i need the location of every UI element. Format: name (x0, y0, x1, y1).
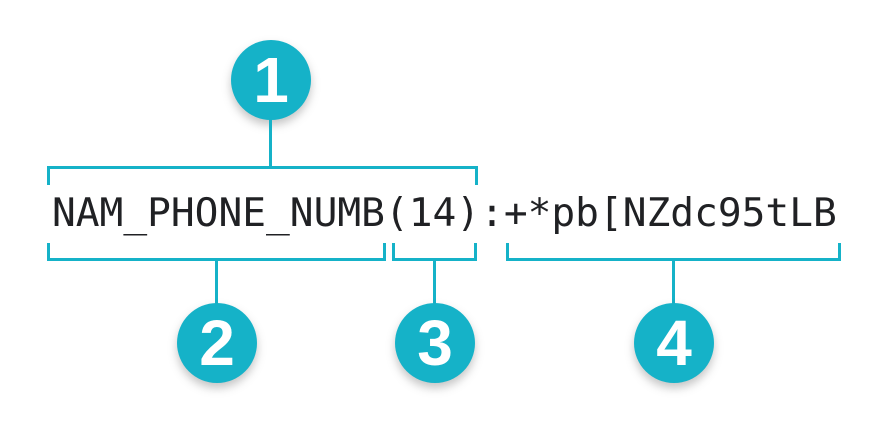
callout-3-badge: 3 (395, 303, 475, 383)
callout-3-number: 3 (417, 307, 453, 379)
tokenized-string: NAM_PHONE_NUMB(14):+*pb[NZdc95tLB (52, 190, 837, 236)
callout-2-badge: 2 (177, 303, 257, 383)
callout-4-badge: 4 (634, 303, 714, 383)
callout-2-number: 2 (199, 307, 235, 379)
token-value-segment: +*pb[NZdc95tLB (503, 190, 837, 236)
callout-1-connector-line (269, 119, 272, 166)
field-name-segment: NAM_PHONE_NUMB (52, 190, 385, 236)
callout-2-connector-line (215, 261, 218, 305)
callout-1-number: 1 (253, 44, 289, 116)
bracket-full-field (47, 166, 478, 185)
callout-3-connector-line (433, 261, 436, 305)
callout-1-badge: 1 (231, 40, 311, 120)
bracket-token-value (506, 243, 841, 261)
bracket-field-name (47, 243, 386, 261)
bracket-length (392, 243, 477, 261)
length-segment: (14) (384, 190, 481, 236)
separator-segment: : (480, 190, 504, 236)
callout-4-connector-line (672, 261, 675, 305)
callout-4-number: 4 (656, 307, 692, 379)
